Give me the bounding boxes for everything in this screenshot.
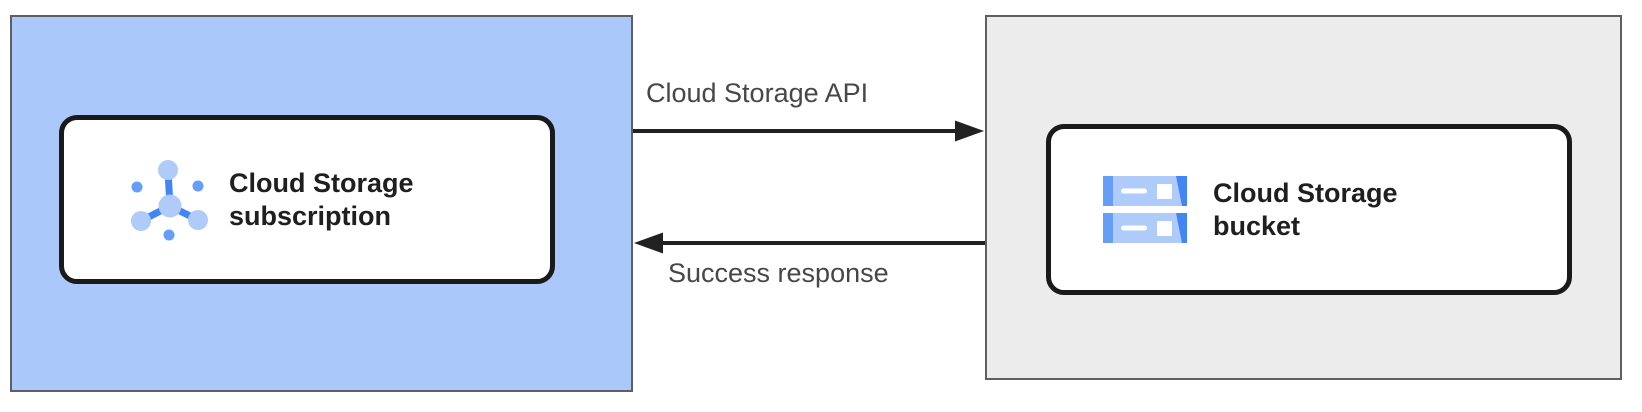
bucket-card-label: Cloud Storage bucket xyxy=(1213,177,1398,241)
request-arrow-label: Cloud Storage API xyxy=(646,78,869,108)
subscription-zone: Cloud Storage subscription xyxy=(10,15,633,392)
storage-bucket-icon xyxy=(1103,176,1187,243)
pubsub-icon xyxy=(129,159,209,241)
response-arrow xyxy=(634,232,985,254)
request-arrow xyxy=(633,120,984,142)
response-arrowhead xyxy=(634,232,663,254)
subscription-card: Cloud Storage subscription xyxy=(59,115,555,284)
bucket-zone: Cloud Storage bucket xyxy=(985,15,1622,380)
response-arrow-label: Success response xyxy=(668,258,889,288)
request-arrowhead xyxy=(955,120,984,142)
subscription-card-label: Cloud Storage subscription xyxy=(229,167,414,231)
bucket-card: Cloud Storage bucket xyxy=(1046,124,1572,295)
